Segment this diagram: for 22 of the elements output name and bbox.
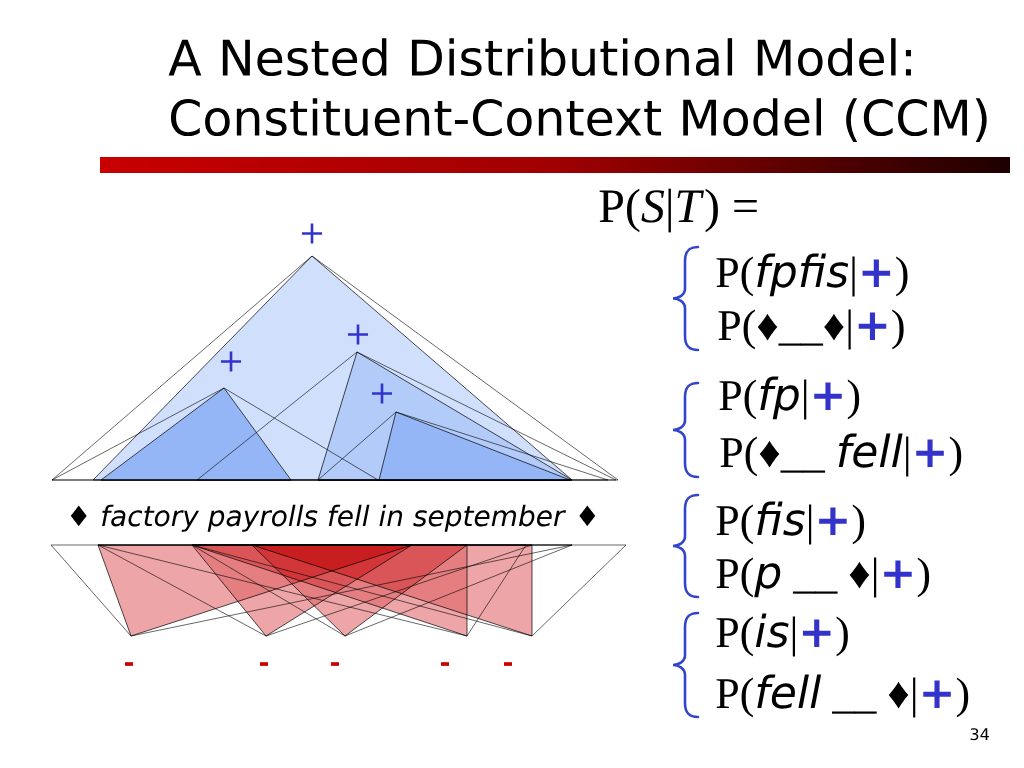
formula: P(fis|+): [716, 501, 865, 545]
minus-sign: -: [441, 662, 449, 666]
node-label: +: [371, 383, 393, 404]
formula: P(fell __ ♦|+): [716, 674, 969, 718]
triangle: +: [317, 383, 609, 481]
formula: P(♦__ fell|+): [720, 433, 962, 477]
formula: P(fpfis|+): [716, 253, 908, 297]
minus-sign: -: [504, 662, 512, 666]
minus-sign: -: [125, 662, 133, 666]
node-label: +: [220, 351, 242, 372]
formula: P(p __ ♦|+): [716, 557, 930, 598]
page-number: 34: [970, 728, 989, 741]
formula: P(♦__♦|+): [718, 309, 904, 350]
node-label: +: [347, 324, 369, 345]
example-sentence: ♦ factory payrolls fell in september ♦: [70, 504, 596, 532]
formula: P(S|T) =: [599, 188, 757, 233]
minus-sign: -: [331, 662, 339, 666]
formula: P(fp|+): [719, 376, 860, 420]
formula: P(is|+): [716, 613, 848, 657]
node-label: +: [301, 223, 323, 244]
slide-title: A Nested Distributional Model: Constituent-Context Model (CCM): [168, 38, 987, 142]
minus-sign: -: [260, 662, 268, 666]
